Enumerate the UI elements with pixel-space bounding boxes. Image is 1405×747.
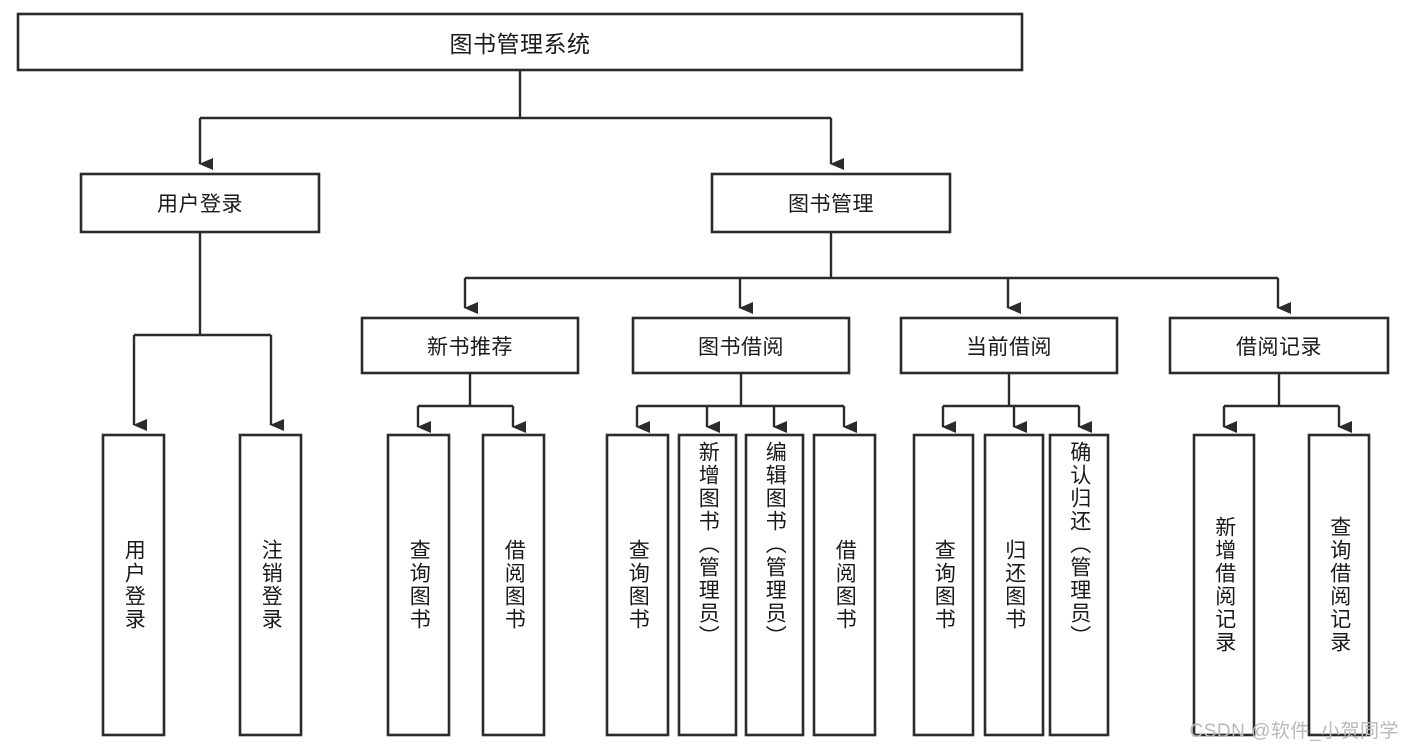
node-box-leaf-confirm-return[interactable]: [1048, 433, 1110, 737]
node-box-root[interactable]: [16, 12, 1024, 72]
node-box-book-borrow[interactable]: [631, 316, 851, 375]
node-box-borrow-record[interactable]: [1168, 316, 1390, 375]
node-box-leaf-borrow-book-1[interactable]: [481, 433, 546, 737]
node-box-current-borrow[interactable]: [899, 316, 1119, 375]
node-box-leaf-query-book-1[interactable]: [386, 433, 451, 737]
node-box-leaf-query-book-2[interactable]: [605, 433, 670, 737]
node-box-book-management[interactable]: [710, 172, 952, 234]
node-box-user-login[interactable]: [79, 172, 321, 234]
node-box-leaf-query-record[interactable]: [1307, 433, 1371, 737]
node-box-leaf-add-book[interactable]: [677, 433, 738, 737]
node-box-leaf-user-login[interactable]: [101, 433, 166, 737]
node-box-leaf-add-record[interactable]: [1192, 433, 1256, 737]
node-box-leaf-borrow-book-2[interactable]: [812, 433, 877, 737]
node-box-leaf-return-book[interactable]: [983, 433, 1045, 737]
watermark: CSDN @软件_小贺同学: [1189, 721, 1399, 742]
node-box-new-book-recommend[interactable]: [360, 316, 580, 375]
node-box-leaf-query-book-3[interactable]: [912, 433, 975, 737]
node-box-leaf-edit-book[interactable]: [744, 433, 805, 737]
node-box-leaf-logout-login[interactable]: [238, 433, 303, 737]
